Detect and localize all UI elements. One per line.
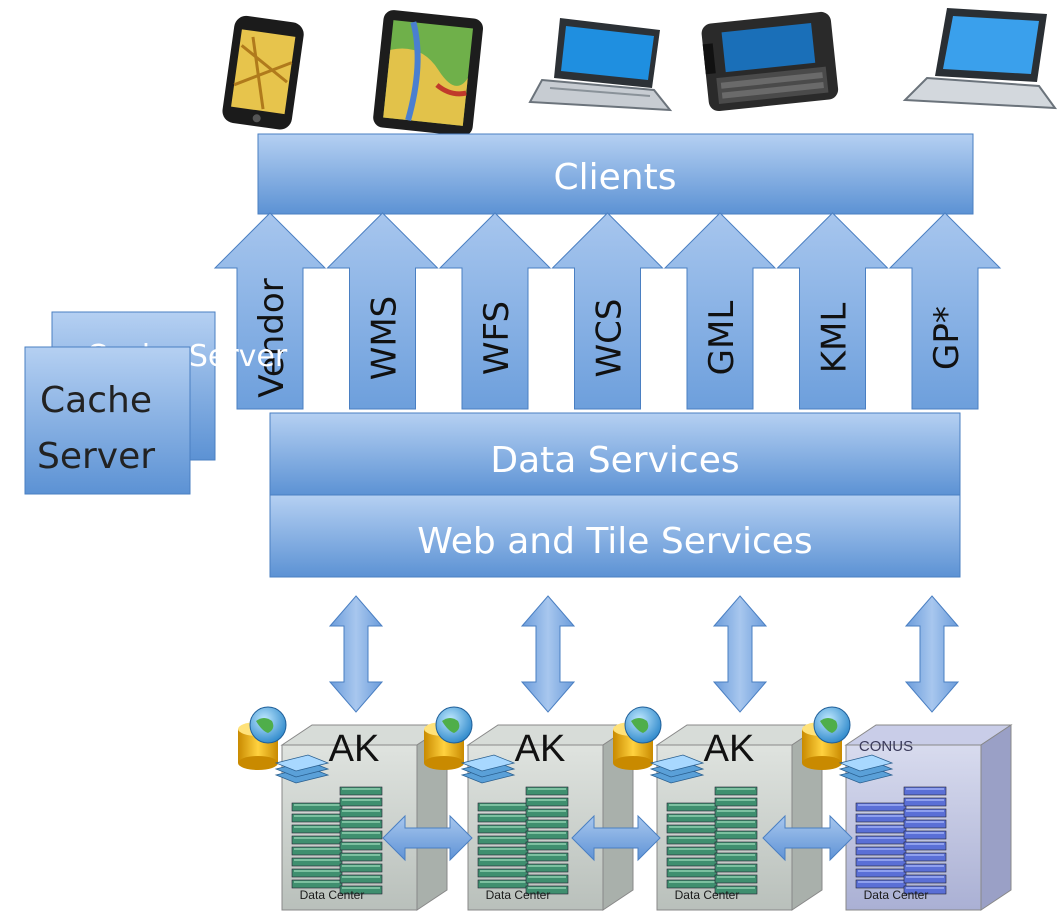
laptop-icon	[902, 8, 1058, 110]
protocol-label: WMS	[365, 296, 405, 381]
clients-bar-label: Clients	[554, 157, 677, 198]
layers-icon	[460, 754, 516, 784]
server-rack-icon	[855, 786, 947, 895]
protocol-arrow-gp: GP*	[888, 212, 1002, 410]
datacenter-interlinks	[382, 814, 853, 862]
protocol-arrow-wcs: WCS	[551, 212, 664, 410]
data-center-1: AK Data Center	[238, 706, 449, 911]
data-center-3: AK Data Center	[613, 706, 824, 911]
cache-server-label-line2: Server	[37, 436, 155, 477]
protocol-label: KML	[815, 303, 855, 374]
server-rack-icon	[477, 786, 569, 895]
data-center-region-label: AK	[329, 728, 380, 770]
geodatabase-icon	[802, 706, 851, 770]
protocol-arrow-gml: GML	[663, 212, 777, 410]
web-tile-services-bar	[269, 494, 961, 578]
data-center-caption: Data Center	[300, 888, 365, 902]
geodatabase-icon	[238, 706, 287, 770]
client-devices	[222, 8, 1058, 136]
server-rack-icon	[666, 786, 758, 895]
bidirectional-arrow-horizontal	[571, 814, 661, 862]
layers-icon	[274, 754, 330, 784]
data-services-label: Data Services	[490, 440, 739, 481]
protocol-arrow-wms: WMS	[326, 212, 439, 410]
cache-server: Cache Server Cache Server	[24, 311, 288, 495]
protocol-arrows: Vendor WMS WFS WCS GML KML GP*	[213, 212, 1002, 410]
protocol-label: WCS	[590, 299, 630, 378]
data-services-bar	[269, 412, 961, 496]
geodatabase-icon	[424, 706, 473, 770]
data-center-caption: Data Center	[486, 888, 551, 902]
layers-icon	[649, 754, 705, 784]
protocol-arrow-kml: KML	[776, 212, 889, 410]
slider-phone-icon	[701, 11, 839, 112]
clients-bar: Clients	[257, 133, 974, 215]
bidirectional-arrow-vertical	[712, 595, 768, 713]
layers-icon	[838, 754, 894, 784]
service-datacenter-links	[328, 595, 960, 713]
data-center-caption: Data Center	[675, 888, 740, 902]
data-center-region-label: AK	[704, 728, 755, 770]
data-center-4: CONUS Data Center	[802, 706, 1013, 911]
bidirectional-arrow-horizontal	[382, 814, 473, 862]
web-tile-services-label: Web and Tile Services	[417, 521, 812, 562]
cache-server-label-line1: Cache	[40, 380, 152, 421]
data-center-region-label: CONUS	[859, 738, 913, 755]
protocol-label: GP*	[927, 306, 967, 370]
protocol-arrow-vendor: Vendor	[213, 212, 327, 410]
tablet-map-icon	[373, 10, 484, 136]
bidirectional-arrow-horizontal	[762, 814, 853, 862]
geodatabase-icon	[613, 706, 662, 770]
bidirectional-arrow-vertical	[520, 595, 576, 713]
protocol-arrow-wfs: WFS	[438, 212, 552, 410]
data-center-caption: Data Center	[864, 888, 929, 902]
server-rack-icon	[291, 786, 383, 895]
protocol-label: Vendor	[252, 278, 292, 397]
cache-server-front-card	[24, 346, 191, 495]
data-center-region-label: AK	[515, 728, 566, 770]
protocol-label: WFS	[477, 301, 517, 375]
smartphone-map-icon	[222, 15, 304, 130]
protocol-label: GML	[702, 301, 742, 376]
bidirectional-arrow-vertical	[328, 595, 384, 713]
netbook-icon	[528, 18, 673, 112]
data-center-2: AK Data Center	[424, 706, 635, 911]
service-layers: Data Services Web and Tile Services	[269, 412, 961, 578]
bidirectional-arrow-vertical	[904, 595, 960, 713]
